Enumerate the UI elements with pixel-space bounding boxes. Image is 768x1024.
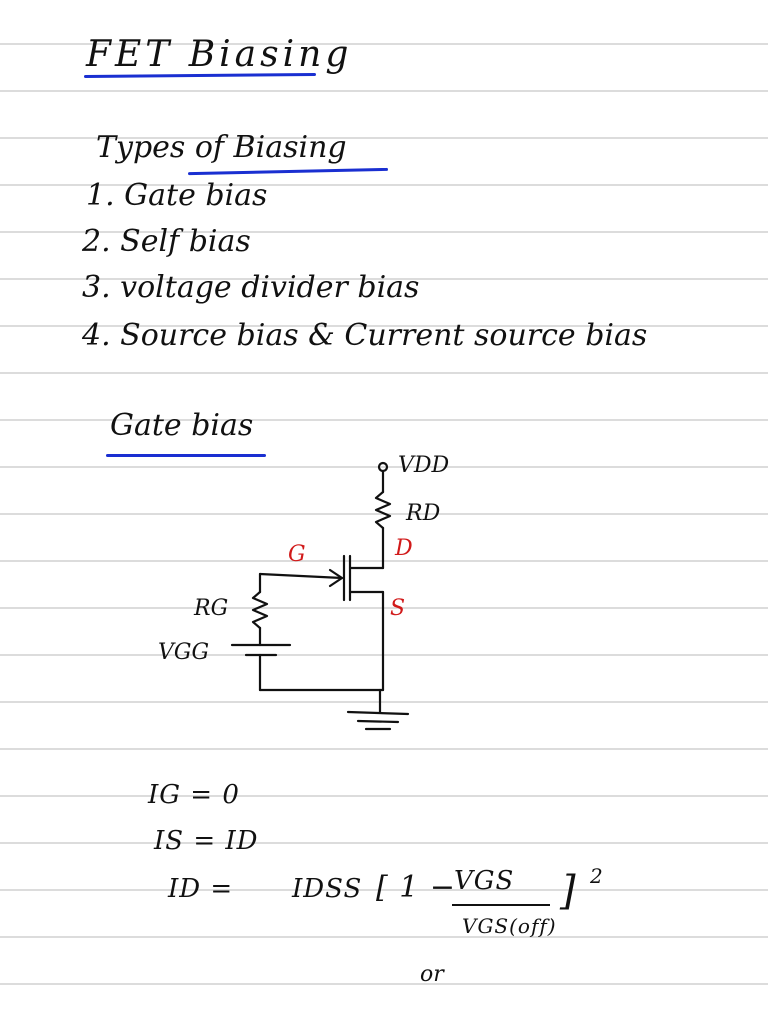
rd-resistor [374, 490, 392, 530]
list-item: 2. Self bias [82, 224, 251, 259]
gate-bias-heading: Gate bias [110, 408, 254, 443]
ground-line-2 [356, 719, 400, 724]
gate-wire [258, 572, 344, 580]
equation-ig: IG = 0 [148, 780, 240, 810]
vgg-label: VGG [158, 640, 210, 665]
list-item: 4. Source bias & Current source bias [82, 318, 648, 353]
fraction-bar [452, 904, 550, 906]
list-item: 1. Gate bias [86, 178, 268, 213]
page-title: FET Biasing [86, 34, 353, 75]
rg-label: RG [194, 596, 229, 621]
list-item: 3. voltage divider bias [82, 270, 420, 305]
source-label: S [390, 596, 406, 621]
gate-bias-underline [106, 454, 266, 457]
drain-label: D [395, 536, 413, 561]
equation-power: 2 [590, 864, 604, 888]
rd-label: RD [406, 501, 441, 526]
gate-label: G [288, 542, 306, 567]
equation-id-lhs: ID = [168, 874, 234, 904]
rg-resistor [251, 590, 269, 630]
vdd-label: VDD [398, 453, 450, 478]
equation-is: IS = ID [154, 826, 259, 856]
equation-bracket-close: ] [560, 868, 577, 914]
types-heading: Types of Biasing [96, 130, 347, 165]
equation-one-minus: [ 1 − [376, 870, 456, 905]
gate-arrow [328, 568, 344, 588]
equation-vgs: VGS [454, 866, 515, 896]
ground-line-1 [346, 710, 410, 716]
equation-vgs-off: VGS(off) [462, 914, 557, 938]
vdd-terminal [377, 461, 389, 473]
equation-idss: IDSS [292, 874, 363, 904]
or-text: or [420, 962, 444, 987]
